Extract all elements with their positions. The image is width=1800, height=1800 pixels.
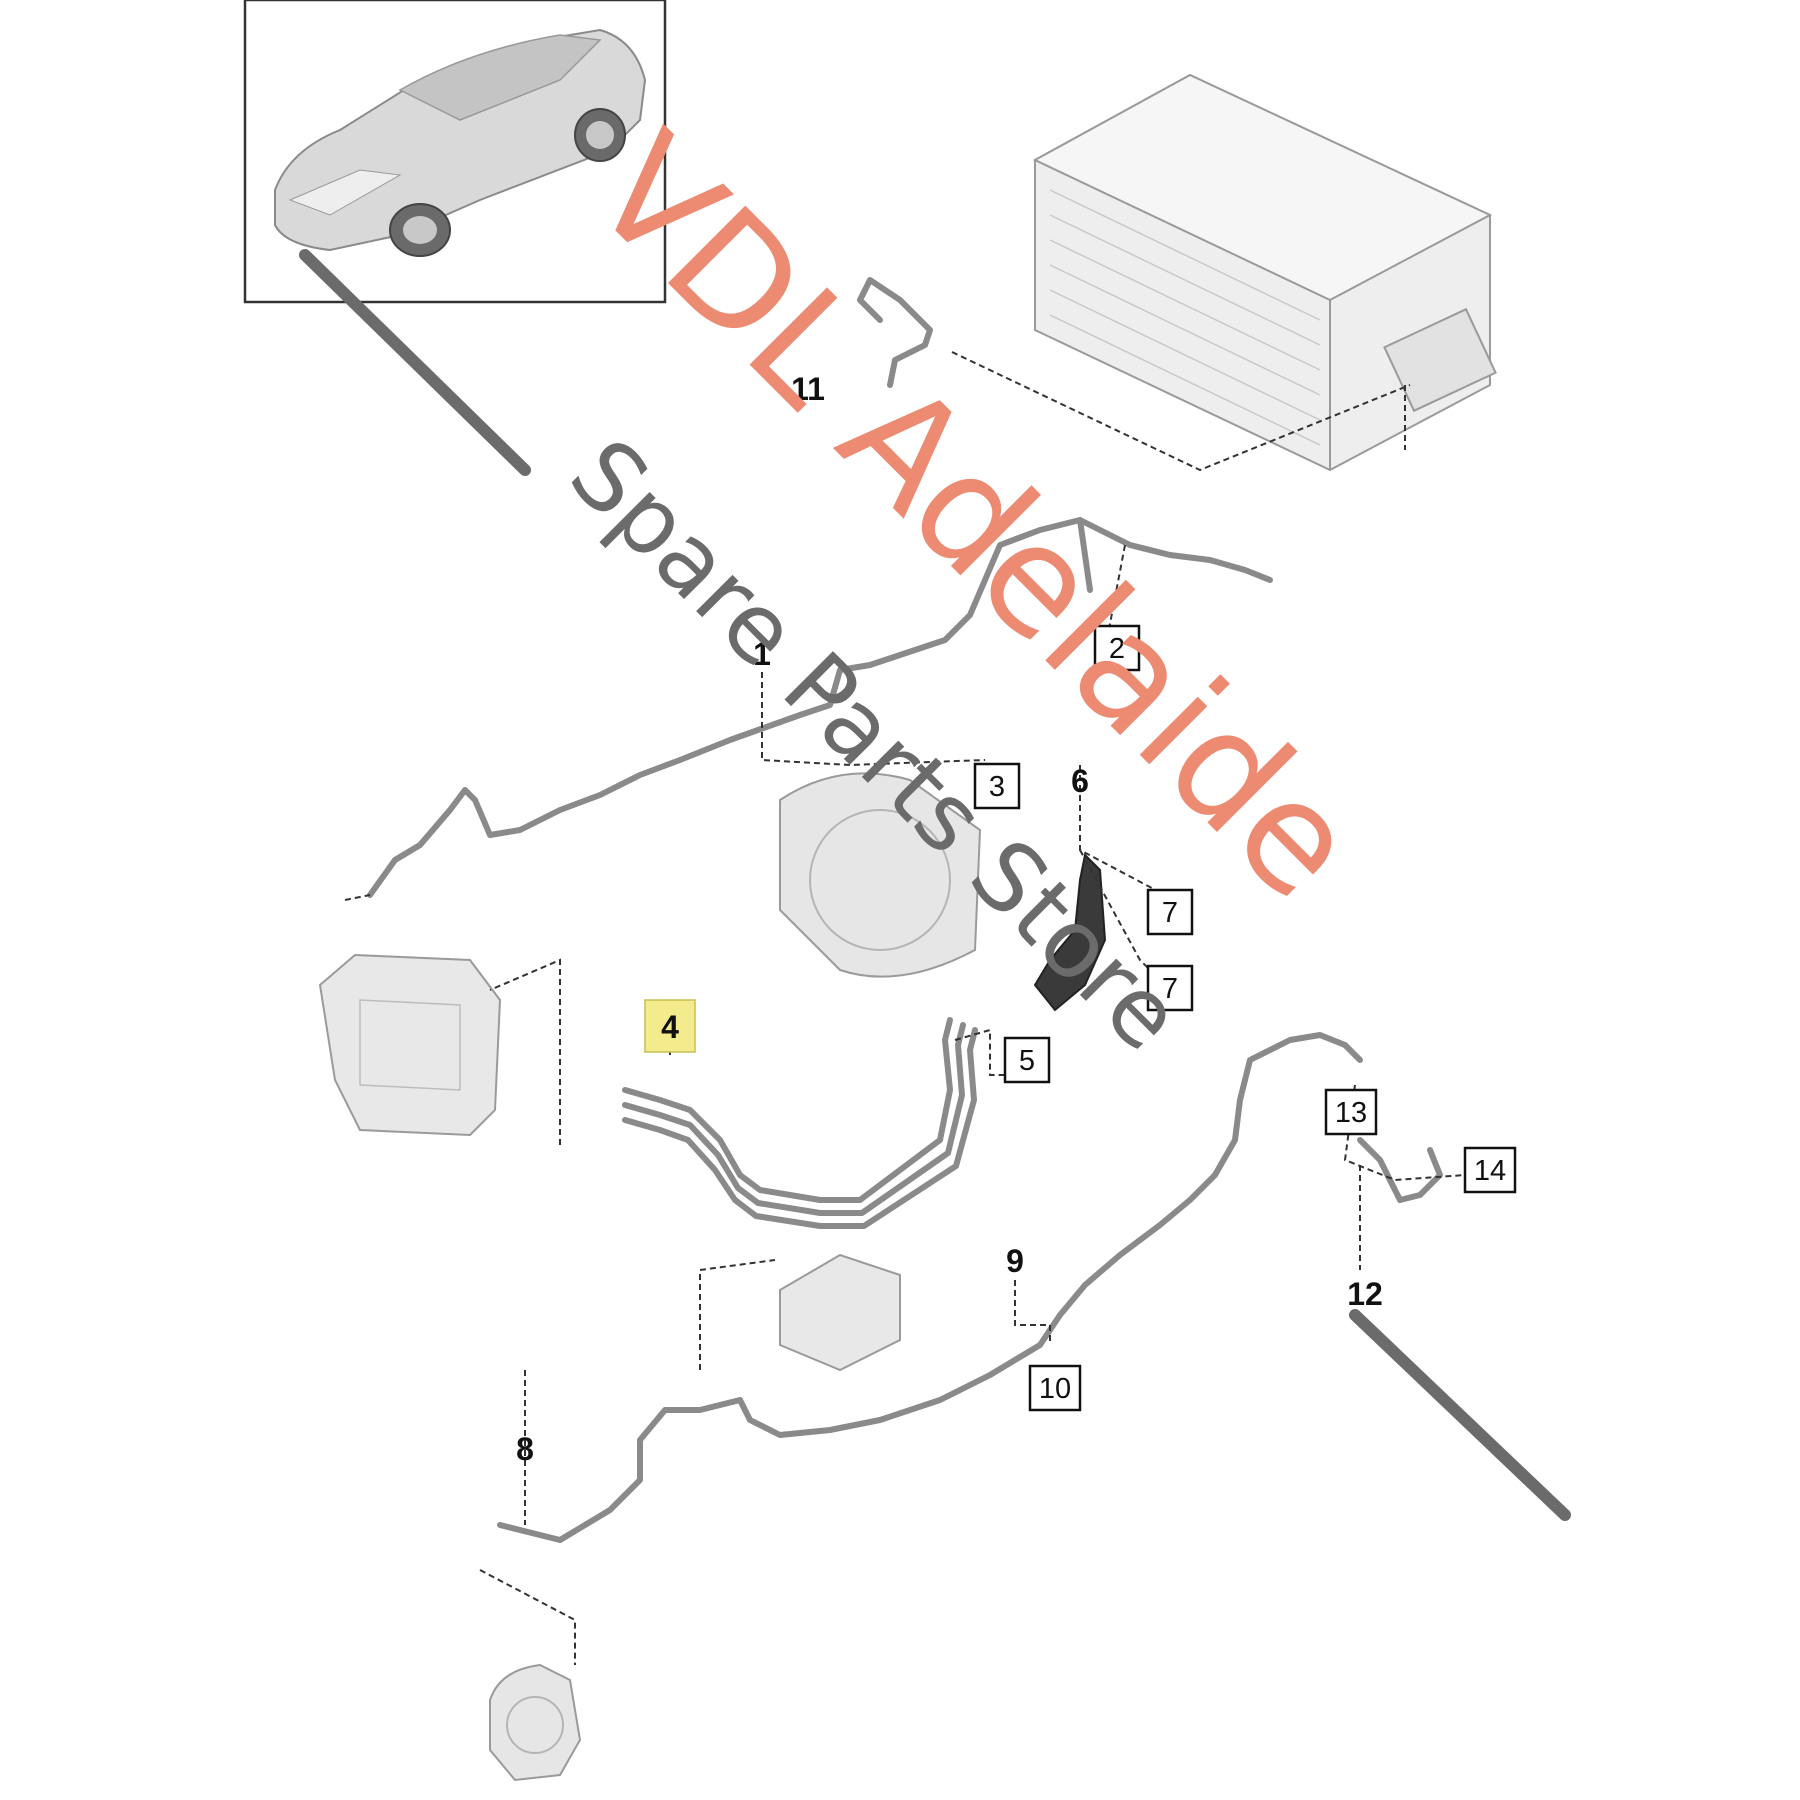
callout-1-label: 1 xyxy=(753,636,771,672)
cable-2 xyxy=(1077,517,1093,593)
leader-lines xyxy=(344,351,1466,1665)
watermark-bar-bottom xyxy=(1349,1309,1571,1521)
callout-4: 4 xyxy=(644,999,696,1053)
cable-9 xyxy=(497,1032,1363,1543)
callout-9: 9 xyxy=(1006,1243,1024,1279)
battery-module-image xyxy=(1032,73,1497,472)
callout-8-label: 8 xyxy=(516,1431,534,1467)
callout-2: 2 xyxy=(1093,624,1141,672)
callout-10-label: 10 xyxy=(1039,1373,1071,1405)
callout-6-label: 6 xyxy=(1071,763,1089,799)
callout-3: 3 xyxy=(973,762,1021,810)
cable-11 xyxy=(857,277,933,388)
cable-12 xyxy=(1357,1137,1443,1203)
cable-4a xyxy=(622,1017,953,1203)
callout-7b: 7 xyxy=(1146,964,1194,1012)
callout-10: 10 xyxy=(1028,1364,1082,1412)
distribution-box-image xyxy=(779,1253,901,1372)
callout-2-label: 2 xyxy=(1109,633,1125,665)
callout-13-label: 13 xyxy=(1335,1097,1367,1129)
callout-8: 8 xyxy=(516,1431,534,1467)
callout-5-label: 5 xyxy=(1019,1045,1035,1077)
callout-12-label: 12 xyxy=(1347,1276,1383,1312)
compressor-image xyxy=(489,1663,582,1782)
callout-6: 6 xyxy=(1071,763,1089,799)
cable-harnesses xyxy=(367,277,1443,1543)
callout-4-label: 4 xyxy=(661,1009,679,1045)
callout-14-label: 14 xyxy=(1474,1155,1506,1187)
cable-1 xyxy=(367,517,1273,898)
bracket-image xyxy=(1033,852,1107,1012)
cable-4c xyxy=(622,1027,978,1229)
callout-9-label: 9 xyxy=(1006,1243,1024,1279)
callout-5: 5 xyxy=(1003,1036,1051,1084)
callout-14: 14 xyxy=(1463,1146,1517,1194)
charger-unit-image xyxy=(318,953,502,1137)
callout-3-label: 3 xyxy=(989,771,1005,803)
vehicle-inset xyxy=(243,0,667,304)
callout-12: 12 xyxy=(1347,1276,1383,1312)
cable-4b xyxy=(622,1022,966,1216)
callout-13: 13 xyxy=(1324,1088,1378,1136)
callout-11: 11 xyxy=(791,371,825,407)
callout-1: 1 xyxy=(753,636,771,672)
car-image xyxy=(274,28,647,257)
highlight-marker xyxy=(644,999,696,1053)
inverter-unit-image xyxy=(779,772,982,978)
callout-7b-label: 7 xyxy=(1162,973,1178,1005)
callout-7a: 7 xyxy=(1146,888,1194,936)
watermark-bar-top xyxy=(299,249,531,476)
callout-11-label: 11 xyxy=(791,371,825,407)
callout-7a-label: 7 xyxy=(1162,897,1178,929)
